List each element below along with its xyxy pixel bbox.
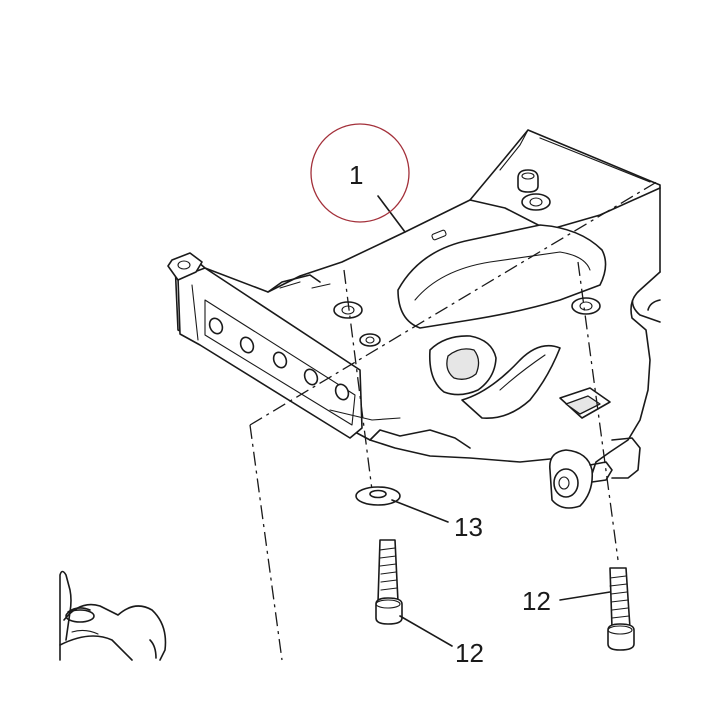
subframe-crossmember — [167, 129, 661, 509]
mounting-bosses — [333, 169, 601, 347]
highlight-circle — [310, 123, 410, 223]
bolt-12-left — [375, 539, 403, 625]
callout-12-left: 12 — [455, 638, 484, 668]
callout-1: 1 — [349, 160, 363, 190]
flange-holes — [208, 317, 350, 401]
bolt-12-right — [607, 567, 635, 651]
leader-lines — [377, 195, 611, 647]
callout-12-right: 12 — [522, 586, 551, 616]
callout-13: 13 — [454, 512, 483, 542]
alignment-centerlines — [249, 179, 661, 661]
washer-13 — [355, 486, 401, 506]
adjacent-component-left — [59, 570, 167, 661]
